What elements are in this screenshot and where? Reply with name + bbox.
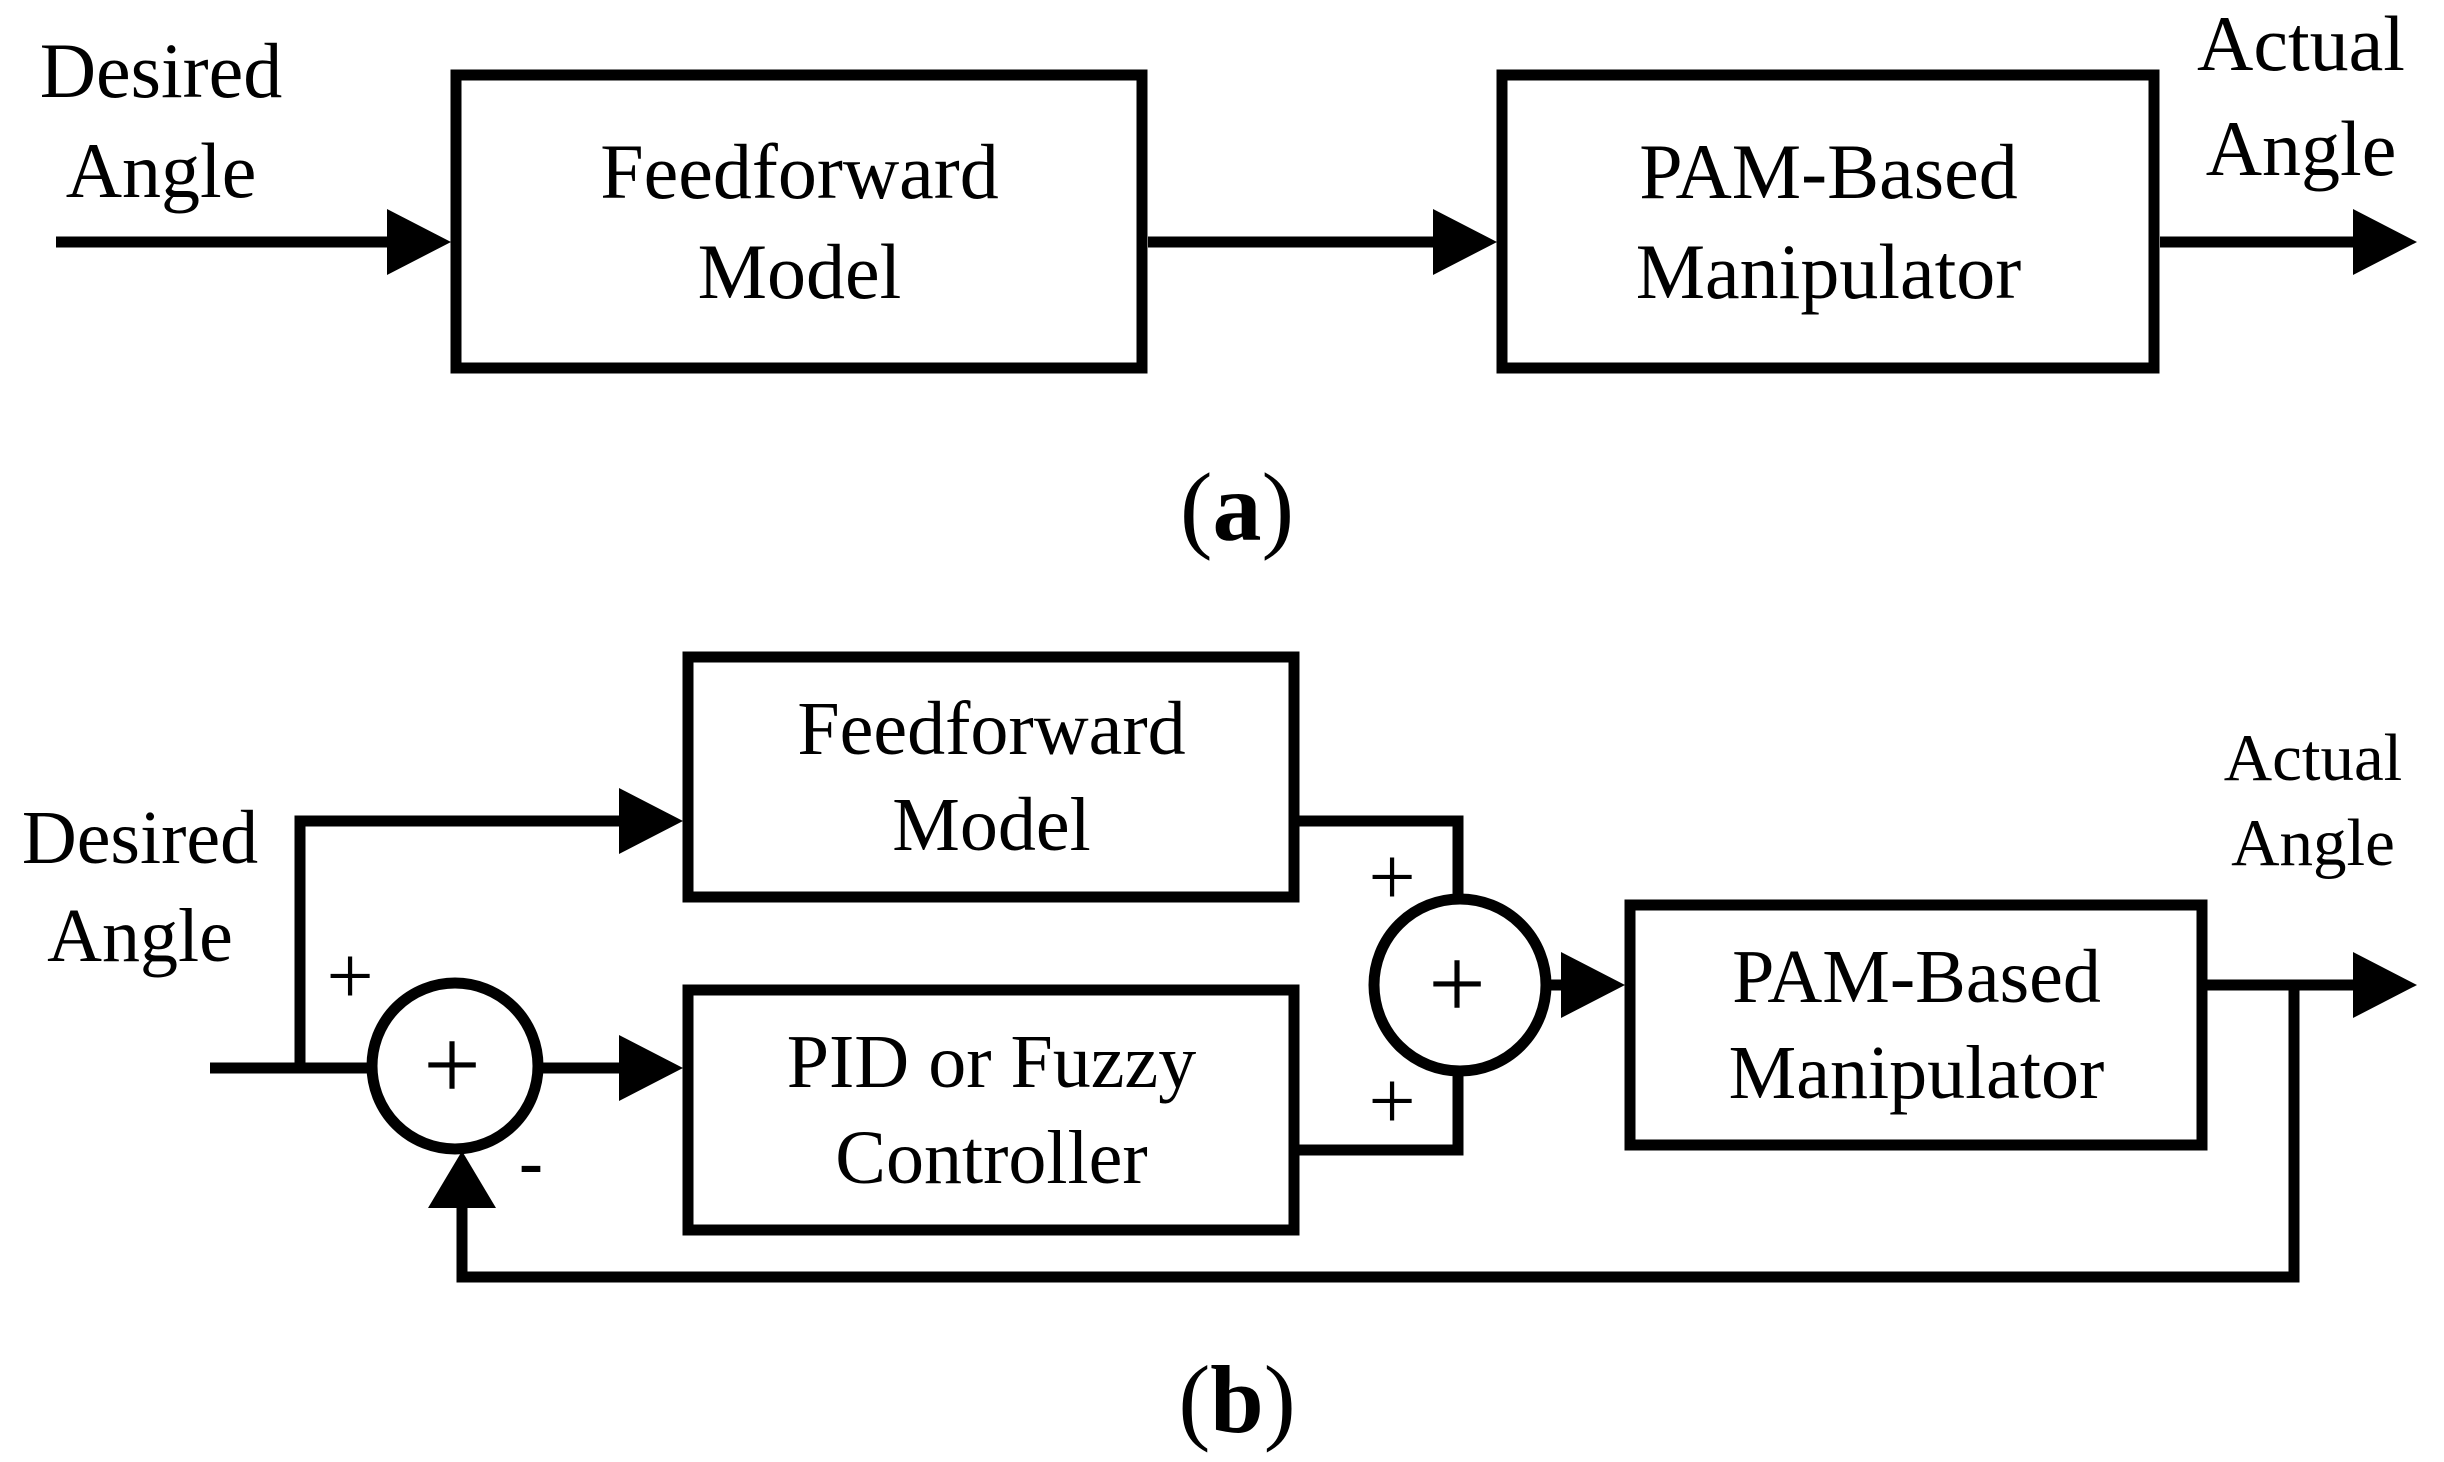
b-branch-line — [294, 815, 621, 1068]
b-output-arrowhead-icon — [2353, 952, 2417, 1018]
a-caption-letter: a — [1212, 454, 1262, 562]
b-caption-close-paren: ) — [1263, 1346, 1296, 1453]
a-feedforward-model-label-line1: Feedforward — [600, 128, 999, 215]
b-output-label-line1: Actual — [2223, 721, 2403, 795]
a-output-label: Actual Angle — [2158, 0, 2444, 201]
b-pam-manipulator-box — [1624, 899, 2208, 1151]
a-output-label-line1: Actual — [2197, 0, 2405, 87]
b-input-label-line2: Angle — [47, 894, 233, 978]
b-sum-arrowhead-icon — [1561, 952, 1625, 1018]
b-pid-fuzzy-controller-label: PID or Fuzzy Controller — [683, 985, 1300, 1235]
a-feedforward-model-label: Feedforward Model — [451, 70, 1148, 374]
a-pam-manipulator-label-line1: PAM-Based — [1639, 128, 2018, 215]
a-output-arrowhead-icon — [2353, 209, 2417, 275]
b-branch-arrowhead-icon — [619, 788, 683, 854]
a-pam-manipulator-label-line2: Manipulator — [1635, 228, 2022, 315]
b-sum-junction-top-plus-sign: + — [1368, 831, 1416, 924]
b-pid-fuzzy-controller-label-line1: PID or Fuzzy — [786, 1020, 1197, 1104]
a-pam-manipulator-label: PAM-Based Manipulator — [1497, 70, 2160, 374]
b-feedforward-model-box — [682, 651, 1300, 903]
b-caption-open-paren: ( — [1178, 1346, 1211, 1453]
b-pam-manipulator-label: PAM-Based Manipulator — [1625, 900, 2208, 1150]
b-pam-manipulator-label-line1: PAM-Based — [1732, 935, 2101, 1019]
b-output-label: Actual Angle — [2181, 716, 2444, 886]
b-caption: (b) — [1097, 1342, 1377, 1458]
b-output-label-line2: Angle — [2231, 806, 2395, 880]
b-input-label: Desired Angle — [8, 789, 272, 985]
a-input-label: Desired Angle — [18, 21, 304, 221]
b-feedforward-model-label: Feedforward Model — [683, 652, 1300, 902]
b-caption-letter: b — [1210, 1346, 1264, 1453]
b-feedforward-model-label-line1: Feedforward — [797, 687, 1186, 771]
b-error-junction-center-plus-sign: + — [423, 1009, 481, 1122]
b-error-arrowhead-icon — [619, 1035, 683, 1101]
a-pam-manipulator-box — [1496, 69, 2160, 374]
b-sum-junction-bottom-plus-sign: + — [1368, 1055, 1416, 1148]
b-pam-manipulator-label-line2: Manipulator — [1728, 1031, 2105, 1115]
a-output-label-line2: Angle — [2205, 105, 2397, 192]
a-caption: (a) — [1097, 450, 1377, 566]
b-feedforward-to-sum-line — [1294, 815, 1464, 901]
a-caption-open-paren: ( — [1179, 454, 1213, 562]
b-pid-fuzzy-controller-label-line2: Controller — [835, 1116, 1148, 1200]
a-input-label-line1: Desired — [39, 27, 283, 114]
a-caption-close-paren: ) — [1261, 454, 1295, 562]
b-feedback-arrowhead-icon — [428, 1151, 496, 1208]
b-error-junction-input-plus-sign: + — [326, 930, 374, 1023]
a-feedforward-model-box — [450, 69, 1148, 374]
b-feedback-line — [456, 985, 2300, 1283]
b-feedforward-model-label-line2: Model — [892, 783, 1091, 867]
a-input-arrowhead-icon — [387, 209, 451, 275]
b-input-label-line1: Desired — [21, 796, 259, 880]
b-pid-fuzzy-controller-box — [682, 984, 1300, 1236]
a-mid-arrowhead-icon — [1433, 209, 1497, 275]
a-input-label-line2: Angle — [65, 127, 257, 214]
b-sum-junction-center-plus-sign: + — [1428, 928, 1486, 1041]
a-feedforward-model-label-line2: Model — [697, 228, 902, 315]
b-controller-to-sum-line — [1294, 1069, 1464, 1156]
b-error-junction-feedback-minus-sign: - — [519, 1122, 543, 1202]
